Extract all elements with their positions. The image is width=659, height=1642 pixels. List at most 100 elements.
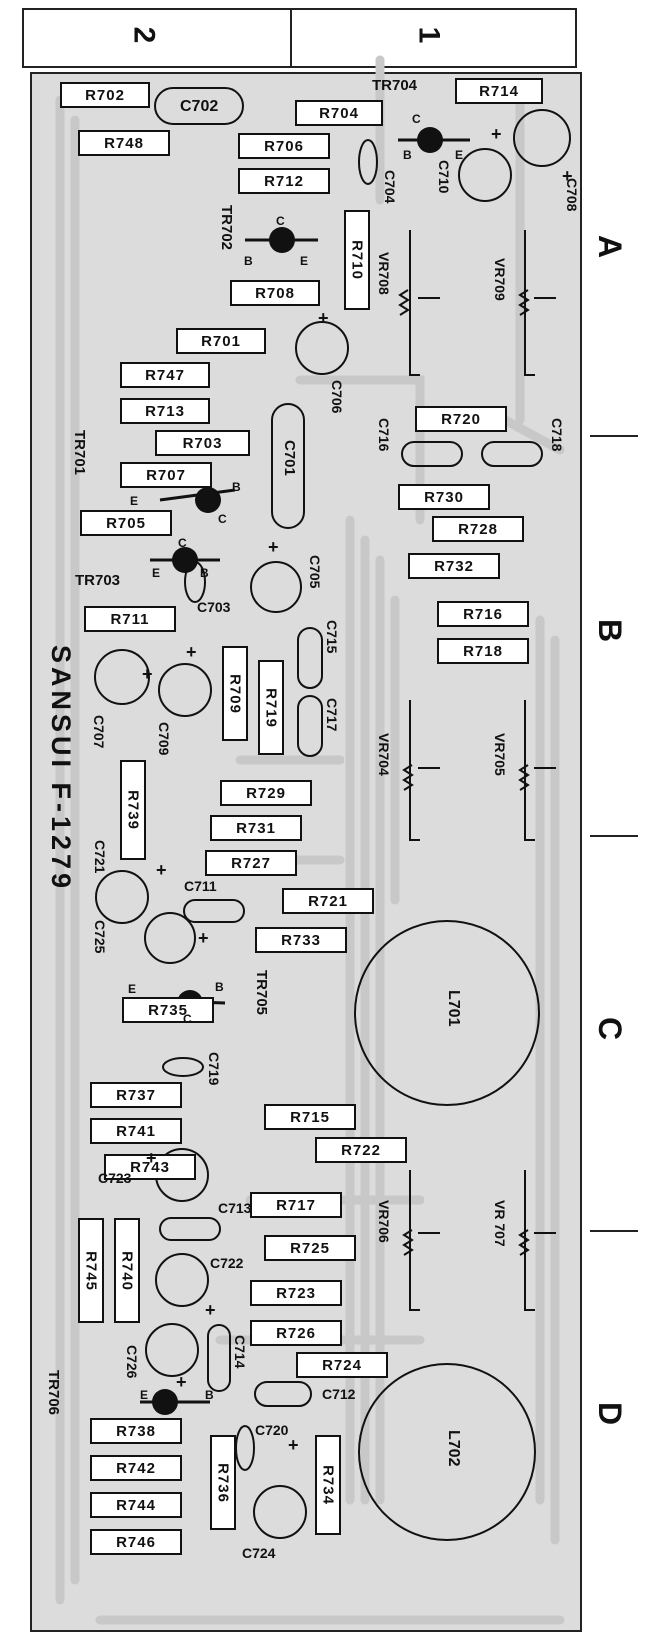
polarity-plus: + [562, 166, 573, 186]
pin-label-e: E [130, 494, 139, 508]
column-divider [290, 8, 292, 68]
resistor-r712: R712 [238, 168, 330, 194]
resistor-r736: R736 [210, 1435, 236, 1530]
capacitor-c705: C705 [307, 555, 323, 589]
resistor-r709: R709 [222, 646, 248, 741]
polarity-plus: + [318, 308, 329, 328]
row-divider [590, 835, 638, 837]
resistor-r739: R739 [120, 760, 146, 860]
pin-label-e: E [300, 254, 309, 268]
polarity-plus: + [268, 537, 279, 557]
resistor-r747: R747 [120, 362, 210, 388]
resistor-r703: R703 [155, 430, 250, 456]
polarity-plus: + [205, 1300, 216, 1320]
transistor-tr705: TR705 [253, 970, 270, 1016]
capacitor-c703: C703 [197, 599, 231, 615]
capacitor-c725: C725 [92, 920, 108, 954]
resistor-r725: R725 [264, 1235, 356, 1261]
pin-label-e: E [140, 1388, 149, 1402]
vr-vr704: VR704 [376, 733, 392, 776]
transistor-tr701: TR701 [71, 430, 88, 476]
pin-label-e: E [455, 148, 464, 162]
resistor-r708: R708 [230, 280, 320, 306]
resistor-r718: R718 [437, 638, 529, 664]
vr-vr706: VR706 [376, 1200, 392, 1243]
capacitor-c704: C704 [382, 170, 398, 204]
resistor-r702: R702 [60, 82, 150, 108]
capacitor-c714: C714 [232, 1335, 248, 1369]
resistor-r742: R742 [90, 1455, 182, 1481]
resistor-r737: R737 [90, 1082, 182, 1108]
capacitor-c722: C722 [210, 1255, 244, 1271]
pin-label-e: E [128, 982, 137, 996]
transistor-tr703: TR703 [75, 572, 121, 589]
resistor-r715: R715 [264, 1104, 356, 1130]
capacitor-c711: C711 [184, 878, 217, 894]
resistor-r730: R730 [398, 484, 490, 510]
resistor-r724: R724 [296, 1352, 388, 1378]
pin-label-e: E [152, 566, 161, 580]
capacitor-c719: C719 [206, 1052, 222, 1086]
capacitor-c716: C716 [376, 418, 392, 452]
resistor-r740: R740 [114, 1218, 140, 1323]
resistor-r710: R710 [344, 210, 370, 310]
resistor-r729: R729 [220, 780, 312, 806]
row-divider [590, 435, 638, 437]
resistor-r733: R733 [255, 927, 347, 953]
resistor-r745: R745 [78, 1218, 104, 1323]
capacitor-c701: C701 [281, 440, 298, 476]
resistor-r716: R716 [437, 601, 529, 627]
capacitor-c726: C726 [124, 1345, 140, 1379]
capacitor-c721: C721 [92, 840, 108, 874]
resistor-r748: R748 [78, 130, 170, 156]
polarity-plus: + [176, 1372, 187, 1392]
resistor-r707: R707 [120, 462, 212, 488]
resistor-r732: R732 [408, 553, 500, 579]
polarity-plus: + [146, 1148, 157, 1168]
resistor-r735: R735 [122, 997, 214, 1023]
capacitor-c706: C706 [329, 380, 345, 414]
inductor-l702: L702 [445, 1430, 462, 1467]
capacitor-c710: C710 [436, 160, 452, 194]
resistor-r701: R701 [176, 328, 266, 354]
vr-vr707: VR 707 [492, 1200, 508, 1247]
capacitor-c720: C720 [255, 1422, 289, 1438]
column-header-bar [22, 8, 577, 68]
capacitor-c713: C713 [218, 1200, 252, 1216]
transistor-tr702: TR702 [218, 205, 235, 251]
resistor-r723: R723 [250, 1280, 342, 1306]
pin-label-b: B [215, 980, 224, 994]
vr-vr708: VR708 [376, 252, 392, 295]
resistor-r721: R721 [282, 888, 374, 914]
resistor-r720: R720 [415, 406, 507, 432]
pin-label-b: B [403, 148, 412, 162]
resistor-r743: R743 [104, 1154, 196, 1180]
resistor-r734: R734 [315, 1435, 341, 1535]
resistor-r711: R711 [84, 606, 176, 632]
pin-label-b: B [200, 566, 209, 580]
resistor-r722: R722 [315, 1137, 407, 1163]
capacitor-c702: C702 [180, 98, 219, 115]
transistor-tr704: TR704 [372, 77, 418, 94]
pin-label-b: B [205, 1388, 214, 1402]
pin-label-c: C [412, 112, 421, 126]
resistor-r706: R706 [238, 133, 330, 159]
pin-label-b: B [244, 254, 253, 268]
resistor-r719: R719 [258, 660, 284, 755]
inductor-l701: L701 [445, 990, 462, 1027]
polarity-plus: + [198, 928, 209, 948]
resistor-r728: R728 [432, 516, 524, 542]
transistor-tr706: TR706 [45, 1370, 62, 1416]
resistor-r746: R746 [90, 1529, 182, 1555]
resistor-r704: R704 [295, 100, 383, 126]
resistor-r731: R731 [210, 815, 302, 841]
polarity-plus: + [288, 1435, 299, 1455]
pin-label-c: C [218, 512, 227, 526]
row-divider [590, 1230, 638, 1232]
resistor-r713: R713 [120, 398, 210, 424]
resistor-r727: R727 [205, 850, 297, 876]
capacitor-c724: C724 [242, 1545, 276, 1561]
board-title: SANSUI F-1279 [46, 645, 76, 893]
capacitor-c718: C718 [549, 418, 565, 452]
